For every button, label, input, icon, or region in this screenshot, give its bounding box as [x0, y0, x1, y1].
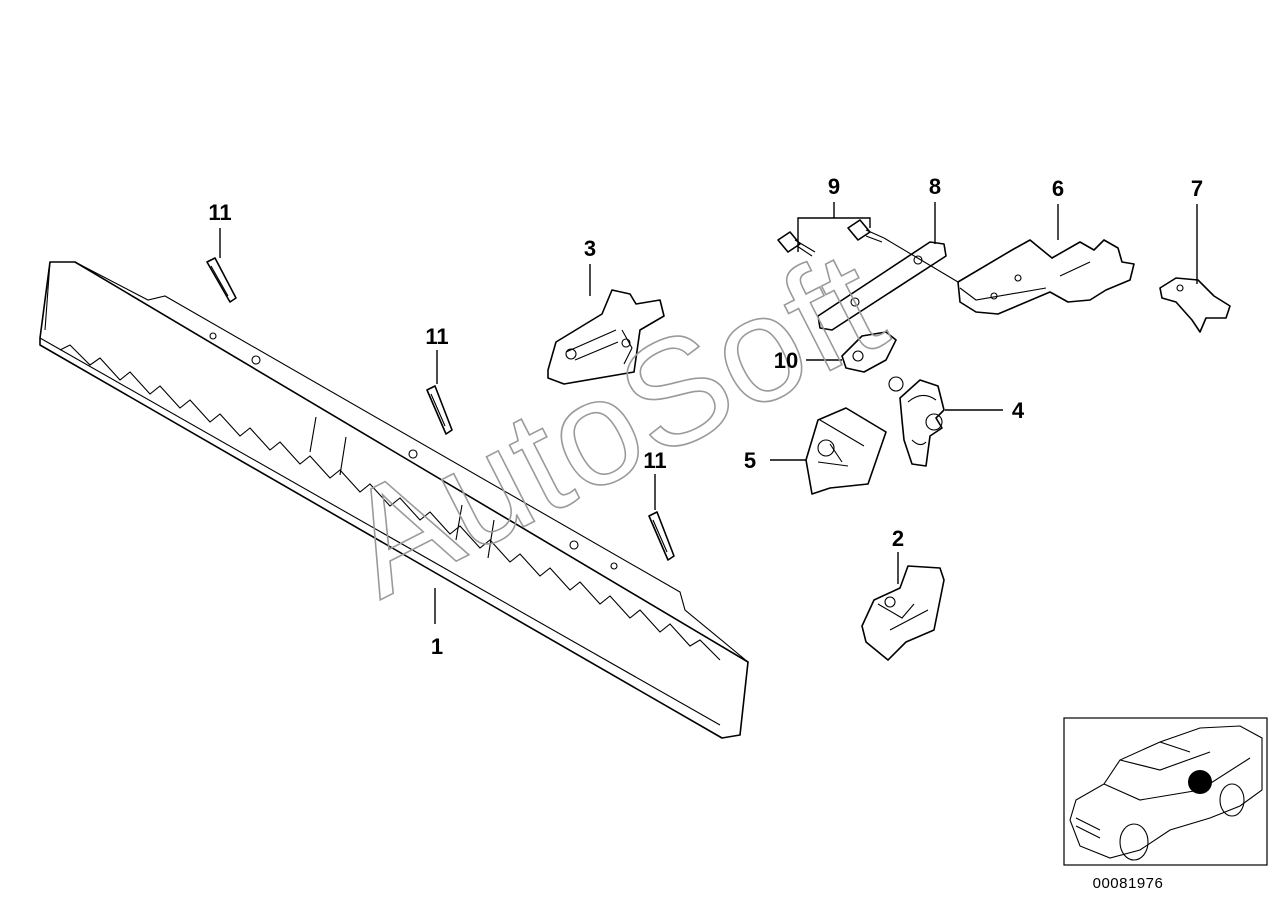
leader-lines [219, 202, 1198, 624]
callout-7: 7 [1191, 176, 1203, 201]
callout-8: 8 [929, 174, 941, 199]
callout-11-c: 11 [643, 448, 666, 473]
part-11-clip-a [206, 257, 237, 303]
callout-4: 4 [1012, 398, 1025, 423]
part-3-bracket [547, 289, 665, 385]
part-9-screw-a [777, 231, 816, 257]
callout-9: 9 [828, 174, 840, 199]
part-9-screw-b [847, 219, 885, 243]
callout-1: 1 [431, 634, 443, 659]
part-7-clip [1159, 277, 1231, 333]
diagram-number: 00081976 [1093, 875, 1164, 892]
callout-2: 2 [892, 526, 904, 551]
callout-10: 10 [774, 348, 798, 373]
part-10-cam [841, 331, 897, 373]
part-4-lock [888, 376, 945, 467]
callout-11-a: 11 [208, 200, 231, 225]
inset-highlight-marker [1188, 770, 1212, 794]
callout-6: 6 [1052, 176, 1064, 201]
callout-11-b: 11 [425, 324, 448, 349]
callout-5: 5 [744, 448, 756, 473]
callout-3: 3 [584, 236, 596, 261]
part-2-bracket [861, 565, 945, 661]
part-11-clip-c [648, 511, 675, 561]
part-1-trim-strip [39, 261, 749, 739]
inset-car-locator [1063, 717, 1268, 866]
part-6-bracket [957, 239, 1135, 315]
part-11-clip-b [426, 385, 453, 435]
part-5-latch [805, 407, 887, 495]
